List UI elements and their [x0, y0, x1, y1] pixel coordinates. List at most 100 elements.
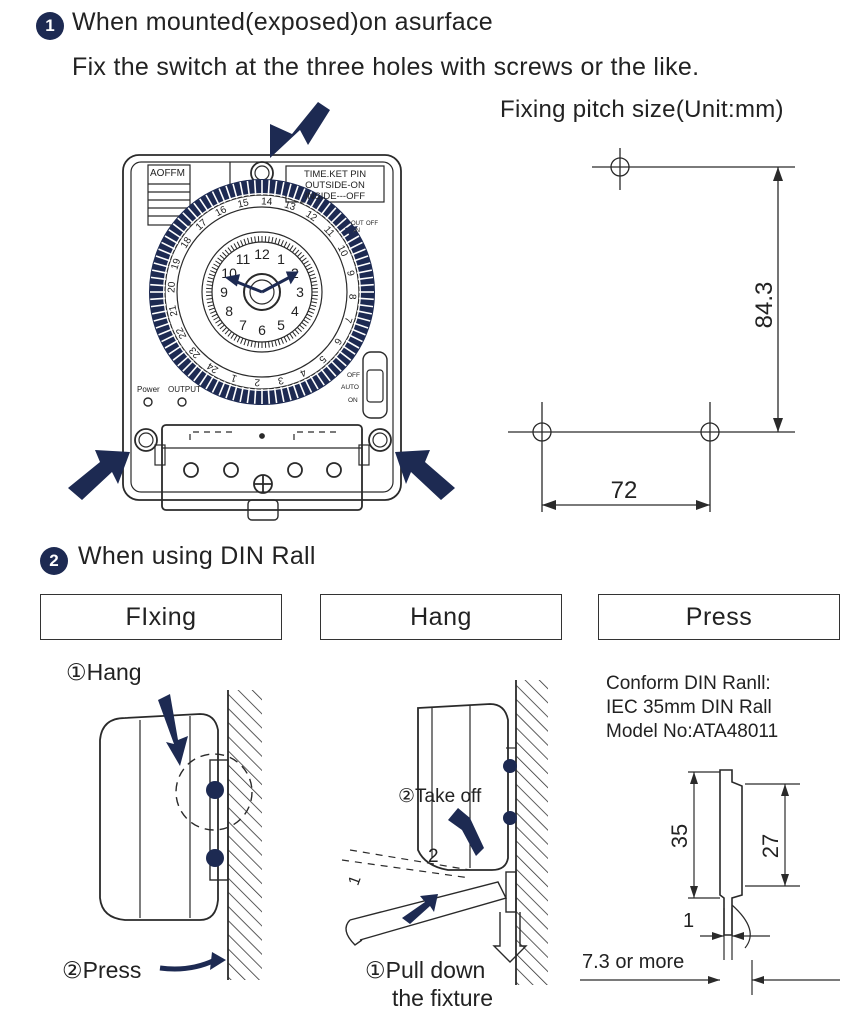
dial-hour-number: 16: [214, 204, 229, 219]
dial-segment-tick: [182, 212, 194, 224]
dial-minute-tick: [213, 263, 219, 268]
dial-minute-tick: [306, 313, 313, 318]
dial-minute-tick: [308, 310, 314, 314]
dial-hour-number: 15: [237, 197, 251, 210]
dial-hour-number: 21: [167, 304, 180, 318]
step-2-badge: 2: [40, 547, 68, 575]
dial-minute-tick: [303, 260, 309, 265]
dial-segment-tick: [232, 385, 238, 401]
dial-segment-tick: [150, 276, 166, 281]
dial-segment-tick: [193, 202, 204, 216]
spec-line-2: IEC 35mm DIN Rall: [606, 697, 772, 718]
dial-minute-tick: [292, 247, 297, 253]
dial-segment-tick: [155, 255, 171, 262]
dial-segment-tick: [273, 388, 278, 404]
dial-segment-tick: [246, 180, 251, 196]
dial-minute-tick: [247, 237, 250, 244]
dial-segment-tick: [239, 386, 244, 403]
dial-minute-tick: [286, 243, 291, 249]
dial-minute-tick: [240, 338, 244, 344]
dial-segment-tick: [205, 375, 215, 390]
dial-clock-number: 1: [277, 251, 285, 267]
dial-minute-tick: [292, 331, 297, 337]
dial-minute-tick: [211, 313, 218, 318]
right-hole-arrow-icon: [395, 450, 455, 500]
dial-minute-tick: [219, 254, 225, 260]
fixing-illustration: [99, 690, 262, 980]
dial-hour-number: 11: [321, 224, 336, 239]
dial-clock-number: 9: [220, 284, 228, 300]
dial-minute-tick: [297, 327, 302, 332]
dial-hour-number: 8: [346, 294, 357, 301]
dial-clock-number: 7: [239, 317, 247, 333]
dial-segment-tick: [164, 235, 179, 245]
dial-minute-tick: [215, 260, 221, 265]
dial-segment-tick: [358, 283, 374, 287]
dial-minute-tick: [233, 243, 238, 249]
rail-height-27: 27: [758, 834, 783, 858]
dial-minute-tick: [208, 273, 215, 277]
dial-hour-number: 14: [261, 196, 273, 208]
dial-minute-tick: [299, 254, 305, 260]
dial-segment-tick: [356, 310, 373, 315]
dial-segment-tick: [187, 364, 199, 377]
dial-minute-tick: [230, 333, 235, 339]
dial-minute-tick: [303, 319, 309, 324]
dial-segment-tick: [345, 235, 360, 245]
dial-segment-tick: [286, 385, 292, 401]
dial-minute-tick: [236, 336, 241, 343]
dial-clock-number: 12: [254, 246, 270, 262]
dial-hour-number: 4: [297, 366, 307, 379]
pitch-vertical-dimension: 84.3: [751, 282, 778, 329]
dial-segment-tick: [325, 364, 337, 377]
dial-segment-tick: [155, 322, 171, 329]
dial-segment-tick: [348, 241, 363, 250]
dial-minute-tick: [289, 245, 294, 251]
dial-minute-tick: [206, 284, 213, 286]
switch-on-label: ON: [348, 397, 358, 404]
pull-down-arrow-icon: [402, 894, 438, 924]
dial-segment-tick: [211, 191, 220, 206]
dial-hour-number: 10: [335, 244, 350, 259]
dial-hour-number: 13: [283, 199, 297, 213]
dial-segment-tick: [356, 269, 373, 274]
dial-minute-tick: [224, 329, 230, 335]
dial-out-label: OUT: [351, 221, 364, 227]
dial-clock-number: 6: [258, 322, 266, 338]
dial-segment-ticks: [150, 180, 374, 404]
din-rail-spec: Conform DIN Ranll: IEC 35mm DIN Rall Mod…: [606, 672, 778, 744]
fixing-pitch-diagram: [508, 148, 795, 512]
dial-minute-tick: [254, 236, 256, 243]
dial-segment-tick: [150, 283, 166, 287]
dial-minute-tick: [268, 341, 270, 348]
dial-minute-tick: [215, 319, 221, 324]
dial-minute-tick: [274, 340, 277, 347]
dial-segment-tick: [358, 297, 374, 301]
dial-minute-tick: [310, 304, 317, 307]
spec-line-3: Model No:ATA48011: [606, 721, 779, 742]
dial-minute-tick: [224, 249, 230, 255]
dial-segment-tick: [330, 360, 342, 372]
dial-segment-tick: [205, 194, 215, 209]
dial-segment-tick: [355, 262, 371, 268]
hang-mark-2: 2: [428, 846, 439, 867]
dial-clock-number: 5: [277, 317, 285, 333]
dial-minute-tick: [206, 301, 214, 304]
step-1-badge: 1: [36, 12, 64, 40]
dial-segment-tick: [298, 381, 306, 396]
dial-minute-tick: [310, 277, 317, 280]
dial-minute-tick: [207, 304, 214, 307]
dial-hour-number: 2: [254, 376, 261, 387]
rail-height-35: 35: [667, 824, 692, 848]
dial-segment-tick: [193, 368, 204, 382]
dial-segment-tick: [199, 198, 209, 212]
dial-minute-tick: [301, 322, 307, 327]
dial-segment-tick: [292, 185, 299, 201]
dial-minute-tick: [306, 266, 313, 271]
dial-segment-tick: [172, 223, 186, 234]
dial-segment-tick: [253, 388, 257, 404]
dial-segment-tick: [168, 345, 182, 355]
dial-segment-tick: [304, 191, 313, 206]
dial-minute-tick: [280, 338, 284, 344]
dial-hour-number: 6: [331, 336, 343, 347]
